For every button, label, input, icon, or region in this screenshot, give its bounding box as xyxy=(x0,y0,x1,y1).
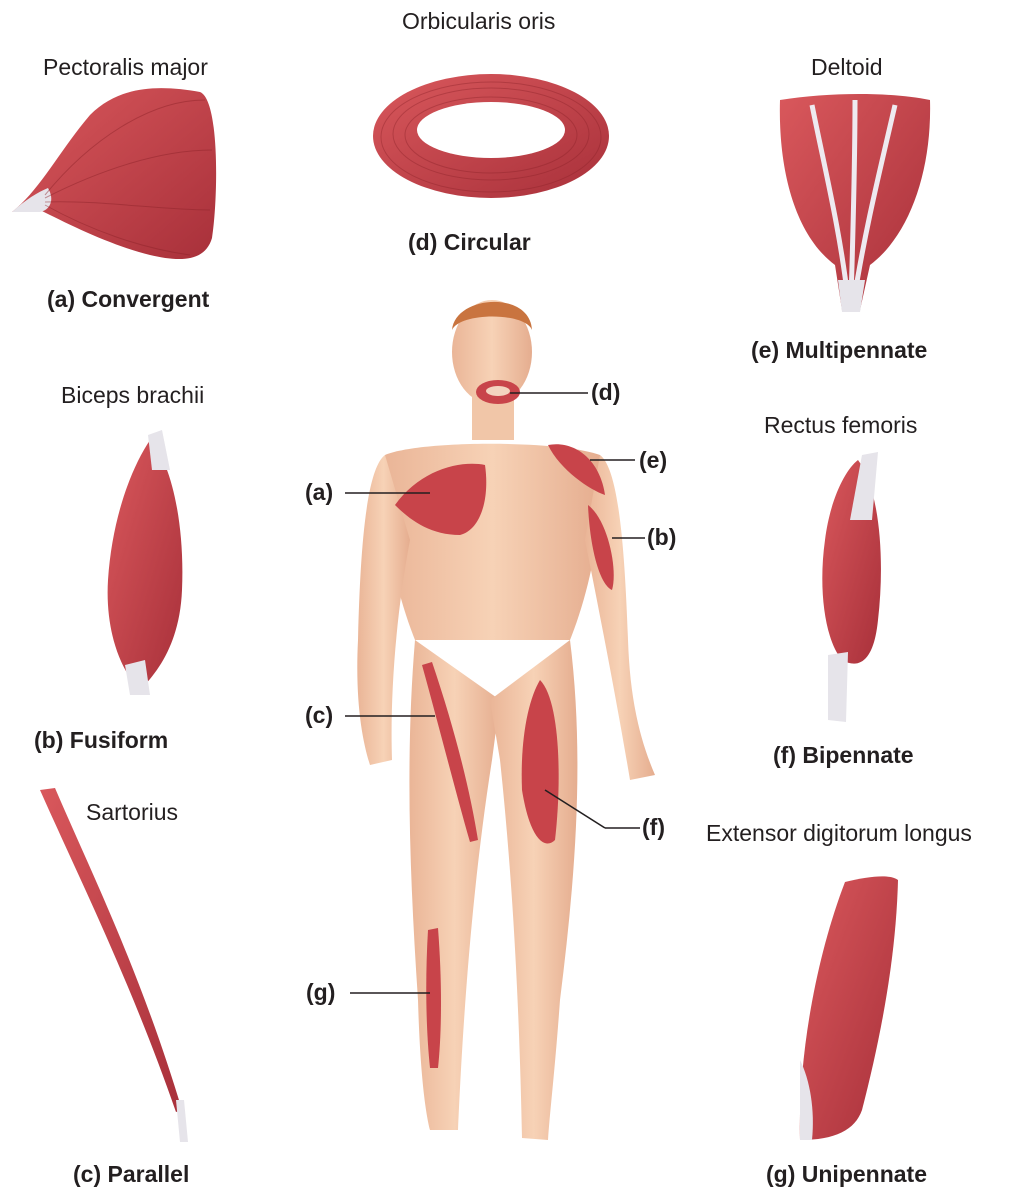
sartorius-drawing xyxy=(40,788,188,1142)
biceps-brachii-drawing xyxy=(108,430,183,695)
extensor-digitorum-longus-drawing xyxy=(800,876,898,1140)
label-rectus-femoris: Rectus femoris xyxy=(764,414,917,437)
caption-unipennate: (g) Unipennate xyxy=(766,1163,927,1186)
rectus-femoris-drawing xyxy=(822,452,881,722)
caption-letter: (g) xyxy=(766,1161,795,1187)
label-deltoid: Deltoid xyxy=(811,56,883,79)
caption-letter: (f) xyxy=(773,742,796,768)
caption-letter: (e) xyxy=(751,337,779,363)
deltoid-drawing xyxy=(780,94,930,312)
label-biceps-brachii: Biceps brachii xyxy=(61,384,204,407)
caption-convergent: (a) Convergent xyxy=(47,288,209,311)
human-figure xyxy=(357,300,655,1140)
label-extensor-digitorum-longus: Extensor digitorum longus xyxy=(706,822,972,845)
caption-parallel: (c) Parallel xyxy=(73,1163,189,1186)
caption-name: Convergent xyxy=(82,286,210,312)
caption-name: Parallel xyxy=(108,1161,190,1187)
callout-d: (d) xyxy=(591,381,620,404)
label-sartorius: Sartorius xyxy=(86,801,178,824)
caption-letter: (d) xyxy=(408,229,437,255)
caption-name: Bipennate xyxy=(802,742,913,768)
callout-b: (b) xyxy=(647,526,676,549)
label-orbicularis-oris: Orbicularis oris xyxy=(402,10,555,33)
caption-letter: (b) xyxy=(34,727,63,753)
caption-letter: (a) xyxy=(47,286,75,312)
caption-name: Multipennate xyxy=(786,337,928,363)
callout-c: (c) xyxy=(305,704,333,727)
caption-name: Circular xyxy=(444,229,531,255)
caption-fusiform: (b) Fusiform xyxy=(34,729,168,752)
caption-multipennate: (e) Multipennate xyxy=(751,339,927,362)
caption-circular: (d) Circular xyxy=(408,231,531,254)
pectoralis-major-drawing xyxy=(12,88,216,259)
orbicularis-oris-drawing xyxy=(373,74,609,198)
callout-a: (a) xyxy=(305,481,333,504)
callout-e: (e) xyxy=(639,449,667,472)
callout-f: (f) xyxy=(642,816,665,839)
caption-bipennate: (f) Bipennate xyxy=(773,744,914,767)
label-pectoralis-major: Pectoralis major xyxy=(43,56,208,79)
caption-name: Unipennate xyxy=(802,1161,927,1187)
caption-letter: (c) xyxy=(73,1161,101,1187)
caption-name: Fusiform xyxy=(70,727,168,753)
callout-g: (g) xyxy=(306,981,335,1004)
